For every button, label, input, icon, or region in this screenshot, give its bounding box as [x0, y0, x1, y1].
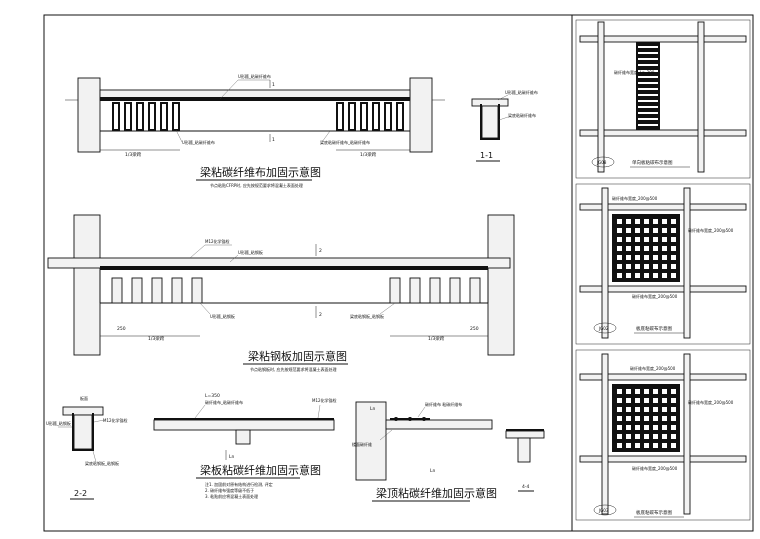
beam-steel-label-top2: U形箍_粘钢板: [238, 249, 263, 255]
beam-cfrp-note: 节点粘贴CFRP时, 应先按规范要求将混凝土表面处理: [210, 182, 303, 188]
beam-steel-elevation: 2 2 M12化学锚栓 U形箍_粘钢板 U形箍_粘钢板 梁底粘钢板_粘钢板 25…: [47, 214, 515, 372]
plan-b-tag: JG02: [598, 326, 609, 331]
plan-b-note-top: 碳纤维布宽度_200@500: [612, 195, 658, 201]
plan-a-note: 碳纤维布宽度_Ln_200: [614, 69, 655, 75]
column-right: [409, 77, 433, 153]
section-1-1-label-b: 梁底粘碳纤维布: [508, 112, 536, 118]
beam-steel-label-bottom: U形箍_粘钢板: [210, 313, 235, 319]
section-2-2-label-left: U形箍_粘钢板: [46, 420, 71, 426]
beam-steel-span-left: 1/3梁跨: [148, 335, 165, 342]
plan-c-tag-bubble: [593, 504, 617, 516]
plan-a-tag-bubble: [591, 156, 615, 168]
column-left: [77, 77, 101, 153]
beam-steel-label-top: M12化学锚栓: [205, 238, 230, 244]
section-2-2: 板面 U形箍_粘钢板 M12化学锚栓 梁底粘钢板_粘钢板 2-2: [46, 395, 128, 500]
slab-top-ln-1: Ln: [430, 468, 436, 474]
plan-c-note-bottom: 碳纤维布宽度_200@500: [632, 465, 678, 471]
plan-c-grid: [617, 389, 676, 448]
beam-steel-note: 节点粘钢板时, 应先按规范要求将混凝土表面处理: [250, 366, 337, 372]
cut-mark-2a: 2: [319, 248, 322, 254]
slab-top-label-top: 碳纤维布 粘碳纤维布: [425, 401, 462, 407]
slab-cfrp-note-3: 3. 粘贴前应将混凝土表面处理: [205, 493, 258, 499]
plan-c: 碳纤维布宽度_200@500 碳纤维布宽度_200@500 碳纤维布宽度_200…: [575, 349, 751, 521]
section-1-1: U形箍_粘碳纤维布 梁底粘碳纤维布 1-1: [471, 89, 538, 162]
plan-b-grid: [617, 219, 676, 278]
plan-c-title: 板底粘碳布示意图: [636, 509, 672, 516]
beam-cfrp-elevation: 1 1 U形箍_粘碳纤维布 U形箍_粘碳纤维布 梁底粘碳纤维布_粘碳纤维布 1/…: [65, 73, 445, 188]
plan-c-note-top: 碳纤维布宽度_200@500: [630, 365, 676, 371]
plan-c-tag: JG03: [598, 508, 609, 513]
plan-c-note-mid: 碳纤维布宽度_200@500: [688, 399, 734, 405]
slab-top-label-mid: 楼面碳纤维: [352, 441, 372, 447]
section-4-4-title: 4-4: [522, 484, 529, 490]
section-4-4: 4-4: [505, 429, 545, 492]
cut-mark-2b: 2: [319, 312, 322, 318]
section-2-2-label-right: M12化学锚栓: [103, 417, 128, 423]
beam-cfrp-span-left: 1/3梁跨: [125, 151, 142, 158]
slab-cfrp-note-2: 2. 碳纤维布强度等级不低于: [205, 487, 254, 493]
beam-steel-label-strip: 梁底粘钢板_粘钢板: [350, 313, 384, 319]
slab-cfrp-section: 碳纤维布_粘碳纤维布 M12化学锚栓 L=350 Ln 梁板粘碳纤维加固示意图 …: [153, 393, 337, 499]
section-2-2-label-bottom: 梁底粘钢板_粘钢板: [85, 460, 119, 466]
section-2-2-title: 2-2: [74, 489, 87, 498]
slab-top-ln-2: Ln: [370, 406, 376, 412]
beam-cfrp-label-mid: U形箍_粘碳纤维布: [182, 139, 215, 145]
sheet-border: [43, 14, 754, 532]
beam-cfrp-title: 梁粘碳纤维布加固示意图: [200, 165, 321, 179]
steel-plates-right: [389, 277, 481, 304]
beam-steel-dim-left: 250: [117, 326, 126, 332]
slab-top-section: 碳纤维布 粘碳纤维布 楼面碳纤维 Ln Ln 梁顶粘碳纤维加固示意图: [352, 401, 497, 502]
section-1-1-title: 1-1: [480, 151, 493, 160]
slab-cfrp-ln: Ln: [229, 454, 235, 460]
section-1-1-label-a: U形箍_粘碳纤维布: [505, 89, 538, 95]
cut-mark-1b: 1: [272, 137, 275, 143]
slab-cfrp-label-top: 碳纤维布_粘碳纤维布: [205, 399, 243, 405]
slab-cfrp-note-1: 注1. 加固前对原有结构进行检测, 评定: [205, 481, 273, 487]
beam-steel-title: 梁粘钢板加固示意图: [248, 349, 347, 363]
plan-b-note-mid: 碳纤维布宽度_200@500: [688, 227, 734, 233]
cfrp-strip: [100, 97, 410, 101]
plan-b-title: 板底粘碳布示意图: [636, 325, 672, 332]
plan-b-tag-bubble: [593, 322, 617, 334]
beam-steel-dim-right: 250: [470, 326, 479, 332]
plan-a: 碳纤维布宽度_Ln_200 JG08 单向板粘碳布示意图: [575, 19, 751, 179]
plan-b-note-bottom: 碳纤维布宽度_200@500: [632, 293, 678, 299]
plan-a-title: 单向板粘碳布示意图: [632, 159, 673, 166]
plan-a-tag: JG08: [596, 160, 607, 165]
cut-mark-1a: 1: [272, 82, 275, 88]
beam-cfrp-label-top: U形箍_粘碳纤维布: [238, 73, 271, 79]
plan-b: 碳纤维布宽度_200@500 碳纤维布宽度_200@500 碳纤维布宽度_200…: [575, 183, 751, 345]
beam-cfrp-label-strip: 梁底粘碳纤维布_粘碳纤维布: [320, 139, 370, 145]
slab-cfrp-title: 梁板粘碳纤维加固示意图: [200, 463, 321, 477]
plan-a-strips: [638, 46, 658, 126]
steel-plates-left: [111, 277, 203, 304]
beam-cfrp-span-right: 1/3梁跨: [360, 151, 377, 158]
slab-top-title: 梁顶粘碳纤维加固示意图: [376, 486, 497, 500]
slab-cfrp-dim: L=350: [205, 393, 220, 399]
u-hoops-left: [112, 102, 180, 131]
slab-cfrp-label-top-right: M12化学锚栓: [312, 397, 337, 403]
section-2-2-label-top: 板面: [80, 395, 88, 401]
beam-steel-span-right: 1/3梁跨: [428, 335, 445, 342]
u-hoops-right: [336, 102, 404, 131]
